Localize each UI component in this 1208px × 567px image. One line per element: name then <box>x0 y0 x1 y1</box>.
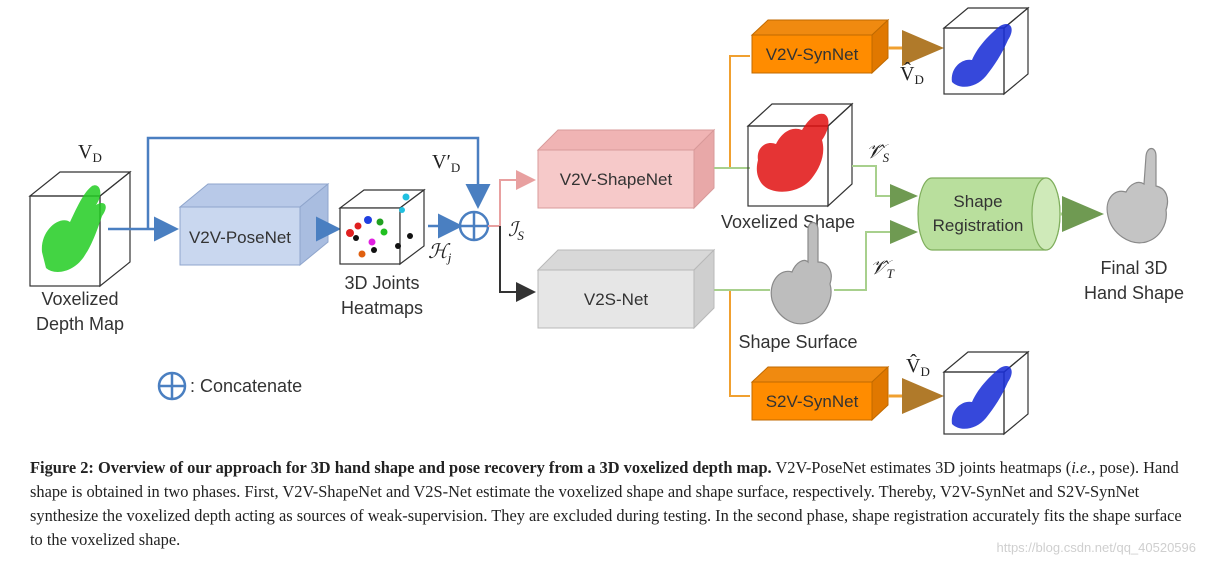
registration-label-1: Shape <box>953 192 1002 211</box>
voxelized-depth-label-2: Depth Map <box>36 314 124 334</box>
v2v-synnet-box <box>750 18 890 75</box>
shape-net-box <box>536 128 716 210</box>
input-voxel-cube <box>28 170 132 288</box>
vd-label: VD <box>78 141 102 165</box>
final-label-2: Hand Shape <box>1084 283 1184 303</box>
skip-connection-arrow <box>146 136 491 229</box>
concatenate-legend-label: : Concatenate <box>190 376 302 396</box>
shapenet-to-v2vsyn-line <box>714 55 750 169</box>
voxelized-shape-label: Voxelized Shape <box>721 212 855 232</box>
concatenate-node <box>458 210 490 242</box>
caption-text-1: V2V-PoseNet estimates 3D joints heatmaps… <box>771 458 1072 477</box>
caption-ie: i.e., <box>1071 458 1096 477</box>
vs-hat-symbol: 𝒱̂S <box>866 141 890 165</box>
concat-to-shapenet-arrow <box>488 170 536 227</box>
vd-hat-top: V̂D <box>900 61 924 87</box>
vd-prime-label: V′D <box>432 151 460 175</box>
pose-net-label: V2V-PoseNet <box>189 228 291 247</box>
concat-to-v2snet-arrow <box>499 226 536 302</box>
vd-hat-bottom: V̂D <box>906 353 930 379</box>
surface-to-registration-arrow <box>834 220 918 291</box>
vt-hat-symbol: 𝒱̂T <box>870 257 895 281</box>
v2v-synnet-label: V2V-SynNet <box>766 45 859 64</box>
caption-text-2: pose). Hand shape is obtained in two pha… <box>30 458 1182 549</box>
joints-heatmaps-label-2: Heatmaps <box>341 298 423 318</box>
final-hand-shape <box>1106 147 1169 244</box>
voxelized-shape-cube <box>746 102 854 208</box>
s2v-synnet-label: S2V-SynNet <box>766 392 859 411</box>
concatenate-legend-icon <box>157 371 187 401</box>
h-j-symbol: ℋj <box>428 241 452 265</box>
pose-net-box <box>178 182 330 267</box>
shape-registration-node <box>917 177 1061 251</box>
joints-heatmaps-label-1: 3D Joints <box>344 273 419 293</box>
registration-label-2: Registration <box>933 216 1024 235</box>
v2s-net-label: V2S-Net <box>584 290 649 309</box>
heatmap-cube <box>338 188 426 266</box>
i-s-symbol: ℐS <box>508 219 524 243</box>
shape-surface-label: Shape Surface <box>738 332 857 352</box>
final-label-1: Final 3D <box>1100 258 1167 278</box>
pipeline-diagram: VD Voxelized Depth Map V2V-PoseNet 3D Jo… <box>28 6 1184 436</box>
bottom-output-voxel <box>942 350 1030 436</box>
voxshape-to-registration-arrow <box>852 165 918 208</box>
s2v-synnet-box <box>750 365 890 422</box>
figure-caption: Figure 2: Overview of our approach for 3… <box>30 456 1192 552</box>
caption-title: Figure 2: Overview of our approach for 3… <box>30 458 772 477</box>
v2s-net-box <box>536 248 716 330</box>
shape-net-label: V2V-ShapeNet <box>560 170 673 189</box>
watermark: https://blog.csdn.net/qq_40520596 <box>996 540 1197 555</box>
voxelized-depth-label-1: Voxelized <box>41 289 118 309</box>
top-output-voxel <box>942 6 1030 96</box>
shape-surface-hand <box>770 221 832 325</box>
